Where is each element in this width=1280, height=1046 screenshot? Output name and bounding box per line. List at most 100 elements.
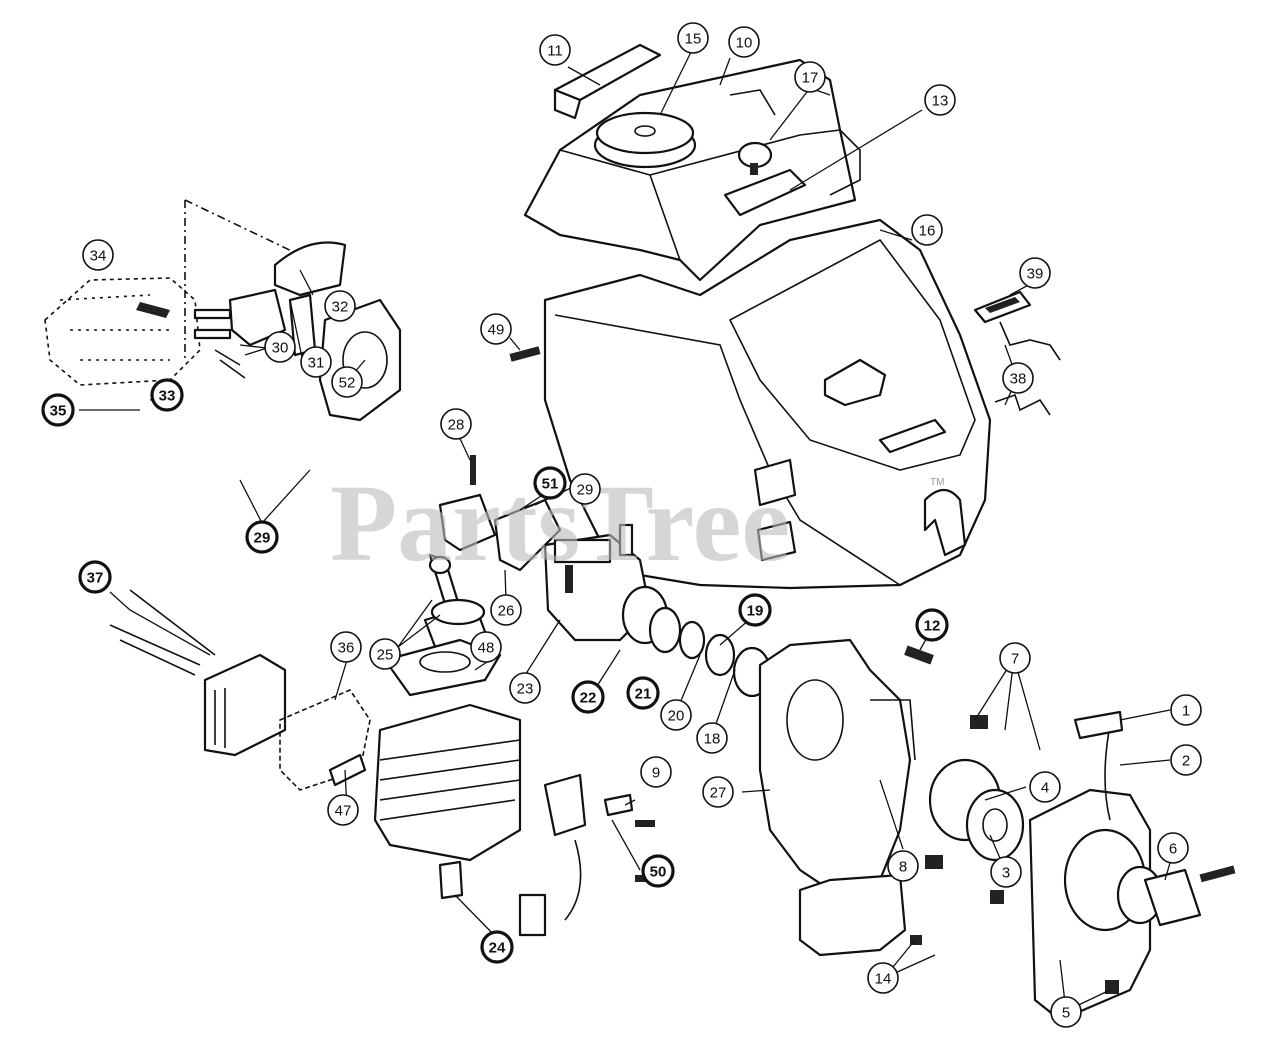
callout-circle [324,290,356,322]
callout-14: 14 [867,962,899,994]
callout-number: 16 [919,223,936,240]
callout-39: 39 [1019,257,1051,289]
callout-circle [480,313,512,345]
callout-circle [867,962,899,994]
callout-circle [470,631,502,663]
muffler-bracket [203,653,287,757]
callout-circle [150,378,184,412]
callout-number: 27 [710,785,727,802]
callout-circle [571,680,605,714]
callout-22: 22 [571,680,605,714]
callout-25: 25 [369,638,401,670]
callout-19: 19 [738,593,772,627]
callout-number: 18 [704,731,721,748]
callout-32: 32 [324,290,356,322]
callout-circle [41,393,75,427]
muffler-bolts [109,589,216,676]
callout-number: 5 [1062,1005,1070,1022]
callout-52: 52 [331,366,363,398]
callout-number: 7 [1011,651,1019,668]
callout-number: 52 [339,375,356,392]
callout-circle [490,594,522,626]
air-filter-housing [44,277,201,386]
callout-circle [640,756,672,788]
callout-circle [300,346,332,378]
callout-24: 24 [480,930,514,964]
callout-30: 30 [264,331,296,363]
callout-10: 10 [728,26,760,58]
air-filter-cover [184,199,347,360]
callout-number: 9 [652,765,660,782]
callout-number: 14 [875,971,892,988]
callout-34: 34 [82,239,114,271]
callout-26: 26 [490,594,522,626]
callout-50: 50 [641,854,675,888]
callout-circle [728,26,760,58]
callout-circle [78,560,112,594]
callout-31: 31 [300,346,332,378]
starter-pulley [925,715,1025,869]
callout-number: 37 [87,570,104,587]
callout-47: 47 [327,794,359,826]
ignition-module [438,455,562,572]
callout-circle [569,473,601,505]
callout-8: 8 [887,850,919,882]
primer-bulb [737,141,773,175]
callout-13: 13 [924,84,956,116]
callout-1: 1 [1170,694,1202,726]
callout-number: 38 [1010,371,1027,388]
callout-37: 37 [78,560,112,594]
callout-circle [331,366,363,398]
callout-circle [440,408,472,440]
cylinder [373,638,522,900]
callout-circle [1050,996,1082,1028]
callout-number: 51 [542,476,559,493]
callout-36: 36 [330,631,362,663]
callout-number: 4 [1041,780,1049,797]
callout-number: 11 [547,43,563,60]
callout-number: 2 [1182,753,1190,770]
callout-number: 49 [488,322,505,339]
callout-number: 22 [580,690,597,707]
callout-number: 29 [254,530,271,547]
callout-49: 49 [480,313,512,345]
callout-33: 33 [150,378,184,412]
callout-2: 2 [1170,744,1202,776]
callout-number: 47 [335,803,352,820]
callout-circle [533,466,567,500]
callout-circle [677,22,709,54]
callout-circle [1019,257,1051,289]
callout-3: 3 [990,856,1022,888]
carburetor [136,288,287,379]
callout-circle [641,854,675,888]
callout-circle [1170,744,1202,776]
callout-number: 35 [50,403,67,420]
callout-18: 18 [696,722,728,754]
callout-15: 15 [677,22,709,54]
ignition-switch [973,290,1061,416]
callout-circle [915,608,949,642]
svg-text:TM: TM [930,477,944,488]
callout-5: 5 [1050,996,1082,1028]
callout-circle [702,776,734,808]
callout-6: 6 [1157,832,1189,864]
callout-51: 51 [533,466,567,500]
callout-circle [626,676,660,710]
callout-number: 17 [802,70,819,87]
callout-21: 21 [626,676,660,710]
engine-cover [543,218,992,590]
muffler [279,689,371,791]
callout-circle [539,34,571,66]
callout-27: 27 [702,776,734,808]
crankcase [758,638,934,957]
callout-number: 13 [932,93,949,110]
callout-circle [990,856,1022,888]
callout-circle [738,593,772,627]
callout-circle [1157,832,1189,864]
callout-circle [660,699,692,731]
callout-number: 50 [650,864,667,881]
callout-circle [1002,362,1034,394]
callout-circle [1029,771,1061,803]
